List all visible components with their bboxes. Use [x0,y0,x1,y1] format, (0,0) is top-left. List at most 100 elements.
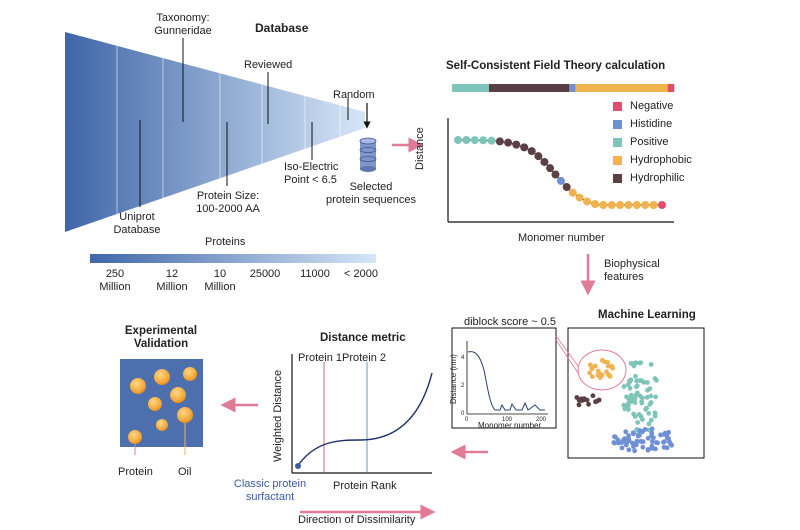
sequence-cell [606,84,613,92]
chain-bead [551,170,560,179]
sequence-cell [452,84,459,92]
scatter-point [668,441,673,447]
sequence-cell [593,84,601,92]
scatter-point [635,420,641,425]
sequence-cell [489,84,496,92]
chain-bead [454,136,462,144]
scatter-point [574,395,580,400]
scatter-point [633,360,639,366]
sequence-cell [618,84,625,92]
ml-inset-ylabel: Distance (nm) [449,354,458,404]
scatter-point [649,439,655,444]
sequence-cell [649,84,656,92]
chain-bead [658,201,666,209]
legend-label: Histidine [630,118,673,130]
scatter-point [595,372,601,378]
scatter-point [662,439,667,445]
scatter-point [619,445,625,451]
sequence-cell [667,84,675,92]
scatter-point [623,442,629,448]
classic-surfactant-label: Classic protein surfactant [233,478,307,503]
count-size: 10 Million [204,268,236,293]
scatter-point [653,394,659,400]
sequence-cell [630,84,638,92]
scatter-point [633,384,639,390]
database-funnel [65,32,371,232]
scatter-point [639,378,645,384]
chain-bead [632,201,641,209]
scatter-point [643,406,648,412]
chain-bead [520,143,529,152]
sequence-cell [624,84,632,92]
chain-bead [470,136,479,145]
scatter-point [650,435,656,441]
chain-bead [568,188,577,197]
scft-title: Self-Consistent Field Theory calculation [446,60,666,72]
database-cylinder-icon [359,137,377,172]
scatter-point [623,429,629,435]
scatter-point [625,407,631,412]
scatter-point [640,429,645,435]
validation-title: Experimental Validation [124,325,198,350]
legend-entry-hydrophilic: Hydrophilic [613,172,684,184]
scatter-point [621,384,627,389]
ml-score: diblock score ~ 0.5 [464,316,557,328]
scatter-point [633,392,639,398]
stage-label-random: Random [333,89,375,101]
scatter-point [640,444,646,450]
ml-ytick-2: 2 [461,383,465,389]
sequence-cell [495,84,502,92]
scatter-point [576,402,582,408]
legend-swatch [613,155,622,165]
sequence-cell [563,84,570,92]
scatter-point [627,378,632,384]
scatter-point [646,410,652,416]
sequence-cell [476,84,484,92]
stage-label-taxonomy: Taxonomy: Gunneridae [154,12,212,37]
sequence-cell [464,84,471,92]
chain-bead [504,138,513,147]
chain-bead [512,140,521,149]
sequence-cell [482,84,490,92]
sequence-cell [519,84,527,92]
scatter-point [589,366,595,372]
scatter-point [611,440,617,445]
flow-arrows [220,137,596,520]
chain-bead [607,201,616,209]
scatter-point [636,433,642,438]
scatter-point [639,399,645,405]
scatter-point [661,444,667,450]
metric-title: Distance metric [320,332,406,344]
count-uniprot: 250 Million [99,268,131,293]
chain-bead [624,201,633,209]
chain-bead [540,157,549,166]
sequence-cell [532,84,539,92]
sequence-cell [569,84,576,92]
scatter-point [599,357,605,363]
scatter-point [661,432,667,437]
scatter-point [637,360,643,366]
sequence-cell [458,84,465,92]
ml-ytick-0: 0 [461,411,465,417]
scatter-point [664,435,670,441]
scft-xlabel: Monomer number [518,232,605,244]
ml-xtick-200: 200 [536,417,547,423]
scatter-point [596,397,602,403]
scatter-point [593,399,598,405]
sequence-cell [526,84,533,92]
scatter-point [610,365,616,371]
legend-label: Hydrophilic [630,172,685,184]
scatter-point [644,395,650,400]
chain-bead [546,164,555,173]
database-title: Database [255,21,309,35]
sequence-cell [637,84,644,92]
count-random: < 2000 [344,268,378,280]
scatter-point [590,393,596,399]
proteins-gradient-bar [90,254,376,263]
metric-ylabel: Weighted Distance [272,369,284,462]
scatter-point [587,370,593,376]
scatter-point [589,374,595,380]
scatter-point [666,429,672,435]
chain-bead [462,136,471,145]
scatter-point [637,393,643,399]
